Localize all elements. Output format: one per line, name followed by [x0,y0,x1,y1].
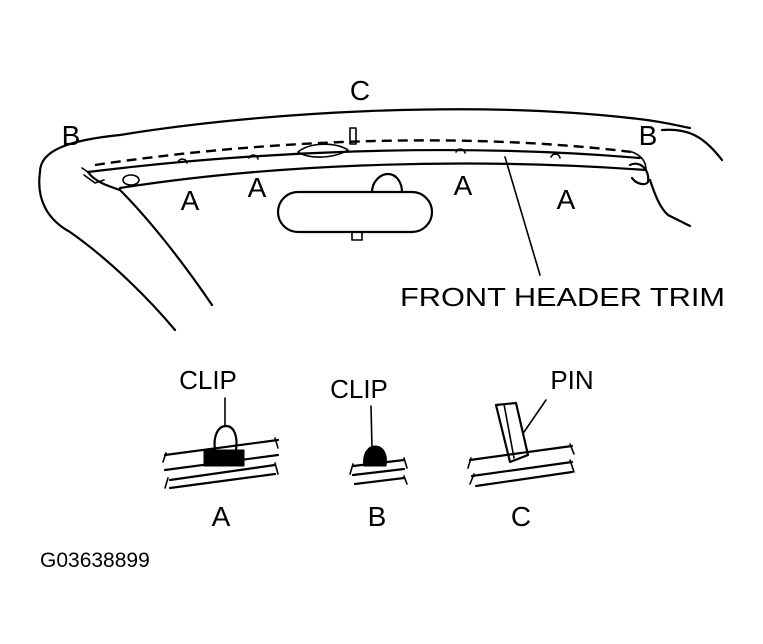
part-name-label: FRONT HEADER TRIM [400,282,725,312]
detail-a-caption: A [212,501,231,532]
front-header-trim [81,139,650,190]
label-b-right: B [639,120,658,151]
clip-marks [122,148,561,186]
detail-c-pin [467,399,575,488]
detail-b-caption: B [368,501,387,532]
detail-b-clip [349,405,408,486]
label-clip-a-2: A [248,172,267,203]
figure-code: G03638899 [40,549,150,572]
detail-a-clip [162,397,280,490]
detail-c-callout: PIN [550,365,593,395]
detail-a-callout: CLIP [179,365,237,395]
label-clip-a-3: A [454,170,473,201]
detail-c-caption: C [511,501,531,532]
label-clip-a-4: A [557,184,576,215]
trim-leader-line [504,156,541,276]
detail-b-callout: CLIP [330,374,388,404]
rearview-mirror [276,172,434,241]
label-c-top: C [350,75,370,106]
label-clip-a-1: A [181,185,200,216]
center-pin-c [297,127,357,158]
label-b-left: B [62,120,81,151]
roof-outline [38,108,724,332]
